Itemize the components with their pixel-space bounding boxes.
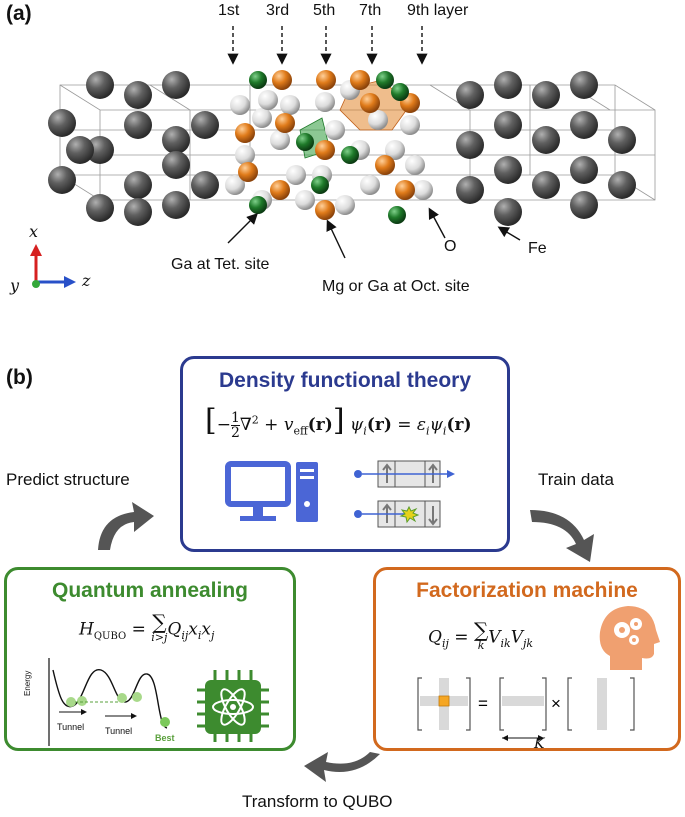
layer-label-3rd: 3rd [266,2,290,19]
tunnel-label-2: Tunnel [105,726,133,736]
best-label: Best [155,733,175,743]
dft-title: Density functional theory [218,369,472,392]
spin-diagram-bottom [354,500,441,528]
qa-title: Quantum annealing [51,579,248,602]
ga-atoms [249,71,409,224]
axis-y-label: y [10,276,20,295]
transform-arrow-icon [304,752,380,782]
dft-graphics [225,460,455,528]
predict-arrow-icon [98,502,154,550]
oxygen-atoms [225,80,433,215]
axis-x-label: x [29,222,39,241]
train-data-label: Train data [538,470,614,489]
iron-label: Fe [528,240,547,257]
mg-atoms [235,70,420,220]
tunnel-label-1: Tunnel [57,722,85,732]
layer-label-1st: 1st [218,2,240,19]
axes-indicator [30,244,76,288]
head-gears-icon [599,606,660,670]
k-dimension-label: K [534,736,545,752]
layer-arrows [227,26,428,65]
mg-ga-oct-label: Mg or Ga at Oct. site [322,278,470,295]
fe-atoms-right [456,71,636,226]
computer-icon [225,461,318,522]
matrix-factorization-diagram: = × [417,677,635,741]
transform-to-qubo-label: Transform to QUBO [242,792,393,811]
panel-b-label: (b) [6,366,33,389]
oxygen-label: O [444,238,457,255]
energy-axis-label: Energy [23,670,32,696]
predict-structure-label: Predict structure [6,470,130,489]
axis-z-label: z [82,271,91,290]
quantum-chip-icon [197,670,269,742]
layer-label-7th: 7th [359,2,382,19]
svg-text:=: = [478,694,488,713]
layer-label-9th: 9th layer [407,2,469,19]
panel-a-label: (a) [6,2,32,25]
layer-label-5th: 5th [313,2,336,19]
crystal-structure [30,26,656,288]
train-arrow-icon [530,510,594,562]
ga-tet-label: Ga at Tet. site [171,256,270,273]
svg-text:×: × [551,694,561,713]
energy-landscape [48,658,170,746]
spin-diagram-top [354,460,455,488]
fm-title: Factorization machine [416,579,638,602]
fe-atoms-left [48,71,219,226]
